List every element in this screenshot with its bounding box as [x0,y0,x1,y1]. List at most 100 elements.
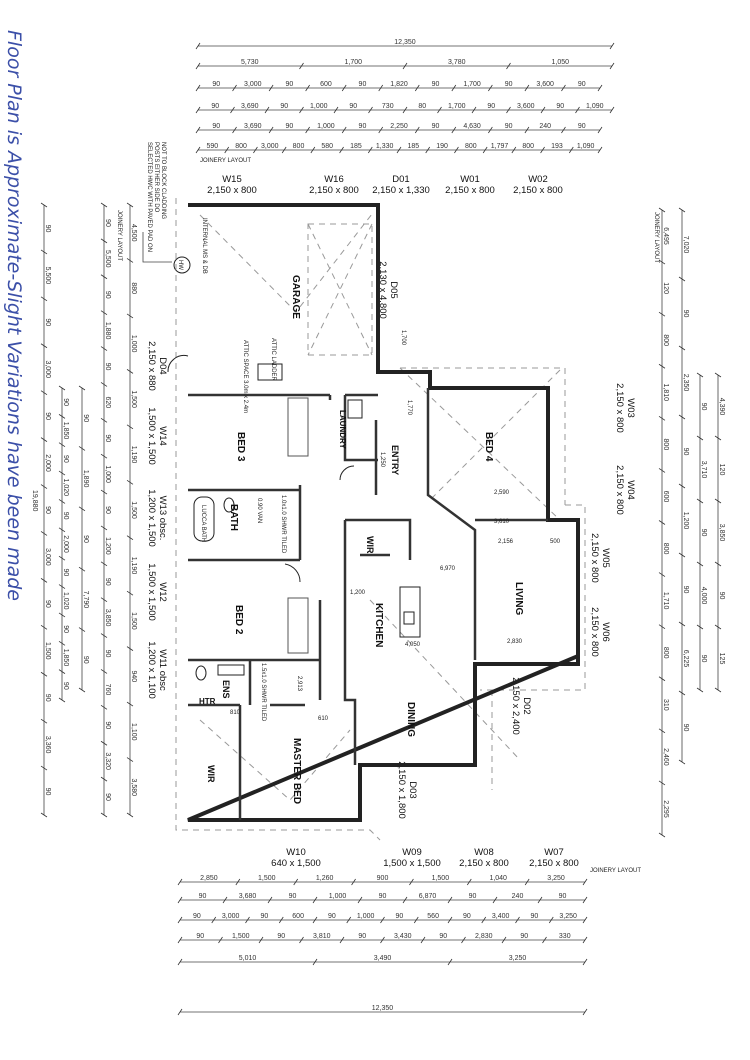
dimension-value: 90 [682,586,689,594]
interior-dim: 1,770 [406,400,412,416]
dimension-value: 193 [551,143,563,150]
dimension-tick [211,916,217,924]
dimension-value: 90 [104,219,111,227]
interior-walls [188,388,548,820]
dimension-tick [367,146,373,154]
dimension-value: 2,830 [475,933,493,940]
dimension-tick [346,916,352,924]
handwritten-note: Floor Plan is Approximate-Slight Variati… [3,30,25,601]
dimension-tick [414,126,420,134]
opening-size: 2,150 x 2,400 [510,677,521,735]
room-label-bed2: BED 2 [233,605,244,635]
dimension-tick [582,936,588,944]
room-label-bath: BATH [228,504,239,531]
dimension-value: 1,090 [577,143,595,150]
dimension-tick [100,453,108,459]
dimension-row-top: 12,350 [195,39,615,50]
opening-size: 2,150 x 800 [589,533,600,583]
dimension-tick [58,697,66,703]
dimension-tick [40,531,48,536]
dimension-tick [78,566,86,572]
opening-id: W02 [528,174,548,185]
dimension-value: 240 [512,893,524,900]
dimension-tick [126,202,134,208]
dimension-value: 1,330 [376,143,394,150]
dimension-tick [268,126,274,134]
dimension-tick [312,896,318,904]
dimension-tick [396,146,402,154]
dimension-value: 5,500 [104,250,111,268]
opening-id: W12 [157,582,168,602]
dimension-value: 3,000 [222,913,240,920]
dimension-tick [126,812,134,818]
dimension-tick [542,936,547,944]
dimension-tick [471,106,477,114]
dimension-value: 3,430 [394,933,412,940]
dimension-tick [714,561,722,567]
dimension-tick [378,126,384,134]
dimension-tick [195,146,201,154]
dimension-value: 880 [130,282,137,294]
dimension-value: 800 [662,543,669,555]
dimension-value: 190 [436,143,448,150]
interior-dim: 4,050 [405,642,421,648]
dimension-tick [402,62,408,70]
dimension-tick [58,555,66,561]
dimension-tick [100,633,108,638]
dimension-tick [678,483,686,489]
interior-dim: 1,700 [400,330,406,346]
dimension-tick [540,146,545,154]
dimension-tick [126,369,134,374]
dimension-tick [126,646,134,651]
dimension-value: 3,360 [44,736,51,754]
dimension-tick [100,561,108,567]
opening-size: 2,150 x 880 [146,341,157,391]
dimension-value: 90 [349,103,357,110]
dimension-tick [177,916,183,924]
dimension-tick [177,878,183,886]
dimension-value: 1,710 [662,592,669,610]
interior-dim: 1,200 [350,590,366,596]
dimension-value: 1,700 [448,103,466,110]
dimension-tick [658,259,666,265]
dimension-tick [299,62,304,70]
dimension-tick [437,106,442,114]
label-internal-ms-db: INTERNAL MS & DB [201,218,207,274]
dimension-tick [561,84,566,92]
dimension-tick [78,627,86,632]
dimension-tick [678,690,686,696]
dimension-tick [100,489,108,495]
dimension-tick [582,896,588,904]
dimension-tick [447,896,453,904]
dimension-tick [312,916,318,924]
dimension-tick [482,146,488,154]
dimension-tick [126,479,134,485]
dimension-value: 1,500 [130,612,137,630]
interior-dim: 2,913 [296,676,302,692]
dimension-tick [678,621,686,627]
dimension-value: 185 [350,143,362,150]
dimension-value: 90 [432,123,440,130]
dimension-tick [40,624,48,630]
dimension-tick [537,896,543,904]
vanity-ens [217,664,245,676]
dimension-value: 90 [277,933,285,940]
opening-size: 1,500 x 1,500 [383,858,441,869]
dimension-value: 90 [212,123,220,130]
dimension-value: 90 [44,412,51,420]
dimension-value: 800 [662,439,669,451]
dimension-column-right: 6,4951208001,8108006008001,7108003102,46… [658,207,669,838]
dimension-tick [281,146,287,154]
dimension-value: 90 [530,913,538,920]
